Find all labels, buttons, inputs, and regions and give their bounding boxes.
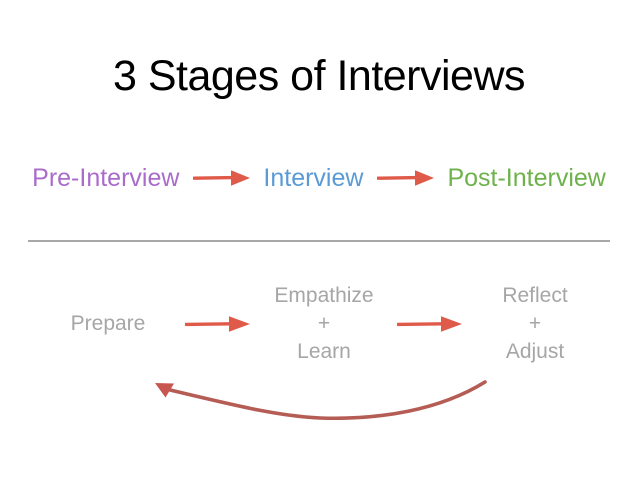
stage-label-pre-interview: Pre-Interview <box>32 164 180 192</box>
page-title: 3 Stages of Interviews <box>112 52 526 100</box>
arrow-right-icon-prepare-to-empathize <box>185 313 251 335</box>
activity-reflect-line-1: Reflect <box>502 284 568 307</box>
activity-prepare: Prepare <box>33 310 183 338</box>
activity-empathize-learn: Empathize + Learn <box>253 282 395 366</box>
activity-empathize-line-1: Empathize <box>274 284 374 307</box>
activity-prepare-line-1: Prepare <box>70 312 146 335</box>
arrow-right-icon-pre-to-interview <box>193 167 251 189</box>
stage-header-row: Pre-Interview Interview Post-Interview <box>0 162 638 194</box>
activity-reflect-adjust: Reflect + Adjust <box>465 282 605 366</box>
arrow-right-icon-interview-to-post <box>377 167 435 189</box>
stage-label-post-interview: Post-Interview <box>447 164 606 192</box>
arrow-right-icon-empathize-to-reflect <box>397 313 463 335</box>
activity-empathize-line-2: + <box>317 312 331 335</box>
activity-reflect-line-2: + <box>528 312 542 335</box>
horizontal-divider <box>28 240 610 242</box>
activity-row: Prepare Empathize + Learn Reflect + Adju… <box>0 281 638 367</box>
activity-empathize-line-3: Learn <box>297 340 351 363</box>
activity-reflect-line-3: Adjust <box>505 340 565 363</box>
curved-arrow-left-icon-feedback-loop <box>140 370 510 420</box>
stage-label-interview: Interview <box>263 164 364 192</box>
